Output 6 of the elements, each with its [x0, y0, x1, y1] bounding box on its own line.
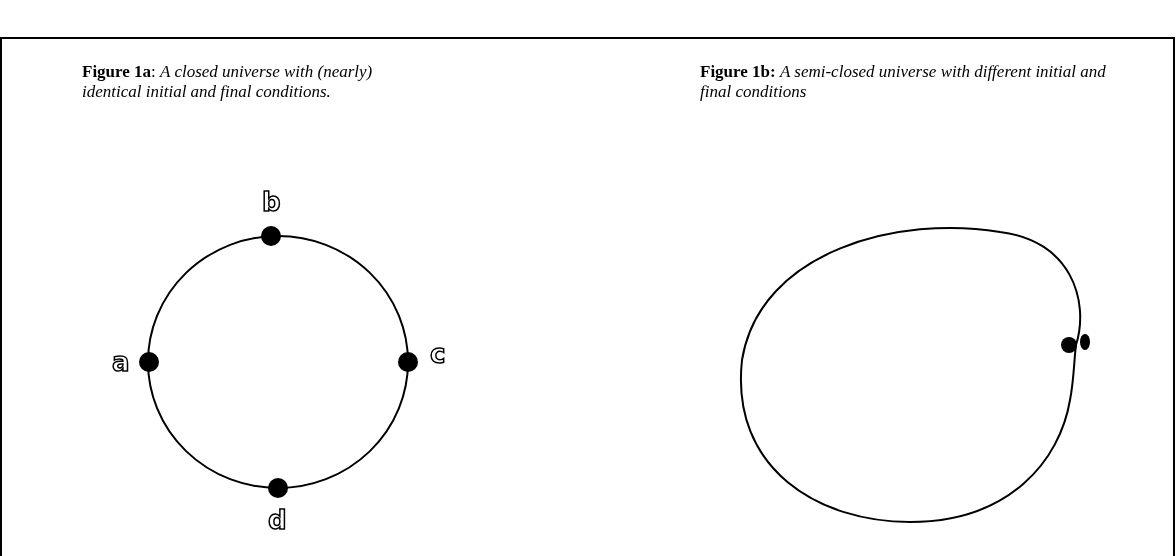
- point-label: d: [268, 506, 287, 534]
- point-label: c: [430, 340, 446, 368]
- figure-caption: Figure 1b: A semi-closed universe with different initial and final conditions: [700, 62, 1107, 102]
- point-label: b: [262, 188, 281, 216]
- point-label: a: [112, 348, 130, 376]
- figure-caption: Figure 1a: A closed universe with (nearly) identical initial and final conditions.: [82, 62, 374, 102]
